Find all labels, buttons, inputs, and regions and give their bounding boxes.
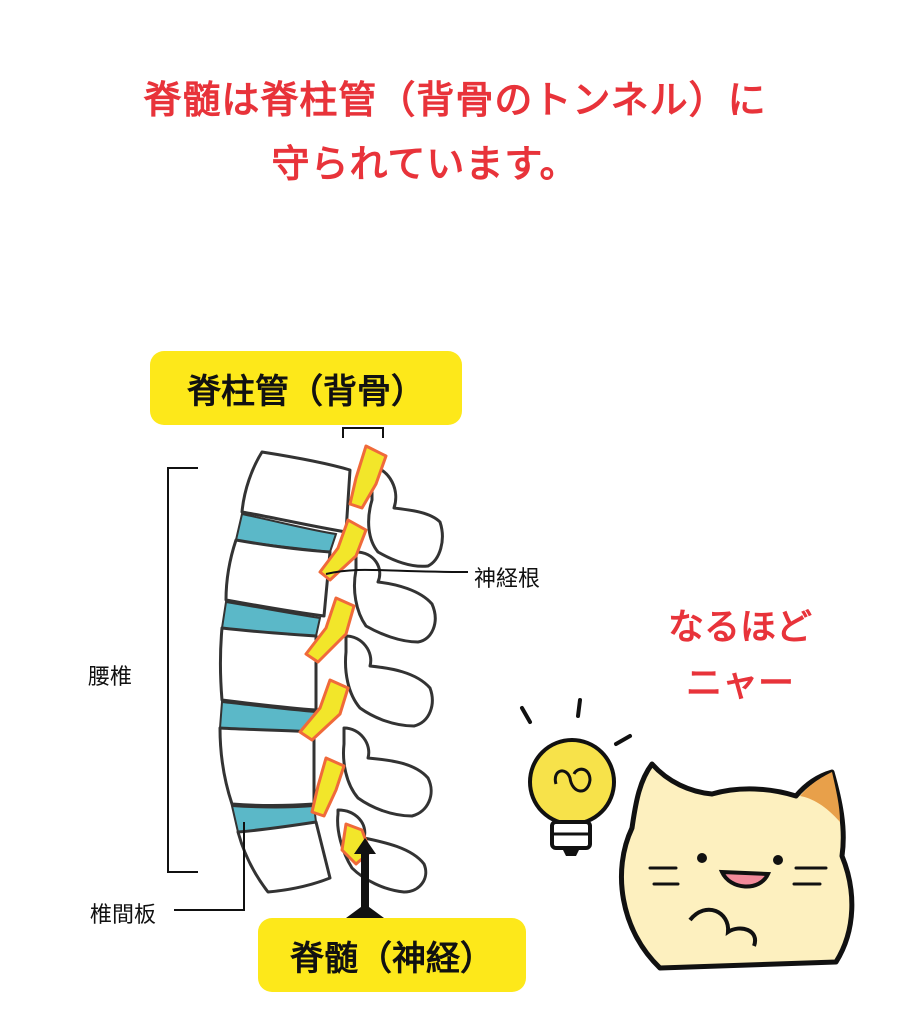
headline-line-2: 守られています。: [271, 142, 579, 186]
spinal-cord-pointer: [346, 838, 384, 918]
vertebra-l1: [240, 450, 352, 534]
nerve-elements: [298, 444, 388, 866]
intervertebral-disc-label: 椎間板: [90, 903, 157, 928]
vertebral-bodies: [218, 450, 352, 894]
lumbar-bracket: [167, 467, 198, 873]
vertebra-l2: [224, 538, 332, 618]
vertebra-l5: [236, 820, 332, 894]
canal-bracket: [342, 427, 384, 438]
disc-leader: [174, 822, 245, 911]
cat-speech-line-1: なるほど: [667, 607, 812, 648]
nerve-root-leader: [325, 568, 469, 575]
cat-illustration: [619, 761, 855, 971]
lightbulb-icon: [520, 698, 632, 856]
cat-speech-line-2: ニャー: [685, 663, 794, 704]
vertebra-l4: [218, 726, 316, 807]
lumbar-spine-label: 腰椎: [88, 665, 133, 690]
nerve-root-label: 神経根: [474, 567, 541, 592]
spinal-canal-label: 脊柱管（背骨）: [150, 351, 462, 425]
headline-line-1: 脊髄は脊柱管（背骨のトンネル）に: [143, 78, 767, 122]
headline: 脊髄は脊柱管（背骨のトンネル）に 守られています。: [0, 68, 910, 196]
spinous-processes: [336, 464, 444, 894]
vertebra-l3: [219, 626, 318, 712]
cat-speech: なるほど ニャー: [620, 600, 860, 712]
spinal-cord-label: 脊髄（神経）: [258, 918, 526, 992]
